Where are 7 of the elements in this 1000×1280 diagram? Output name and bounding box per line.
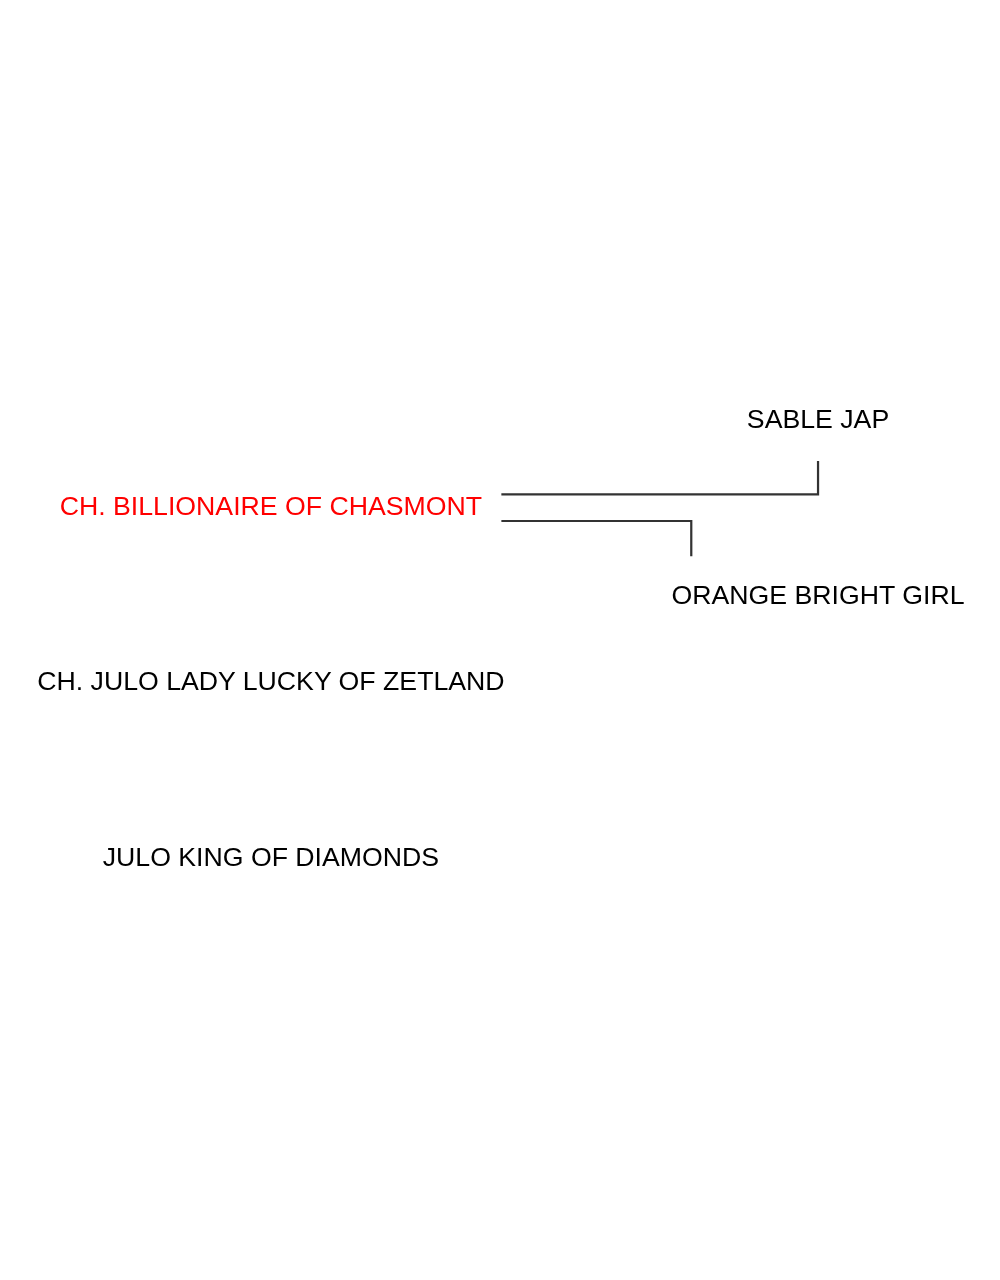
node-text: ORANGE BRIGHT GIRL	[671, 579, 965, 610]
connector	[501, 461, 820, 496]
connector	[501, 519, 693, 557]
node-text: CH. JULO LADY LUCKY OF ZETLAND	[37, 666, 505, 697]
node-text: JULO KING OF DIAMONDS	[102, 841, 440, 872]
node-text: SABLE JAP	[746, 403, 890, 434]
node-text: CH. BILLIONAIRE OF CHASMONT	[59, 490, 483, 521]
